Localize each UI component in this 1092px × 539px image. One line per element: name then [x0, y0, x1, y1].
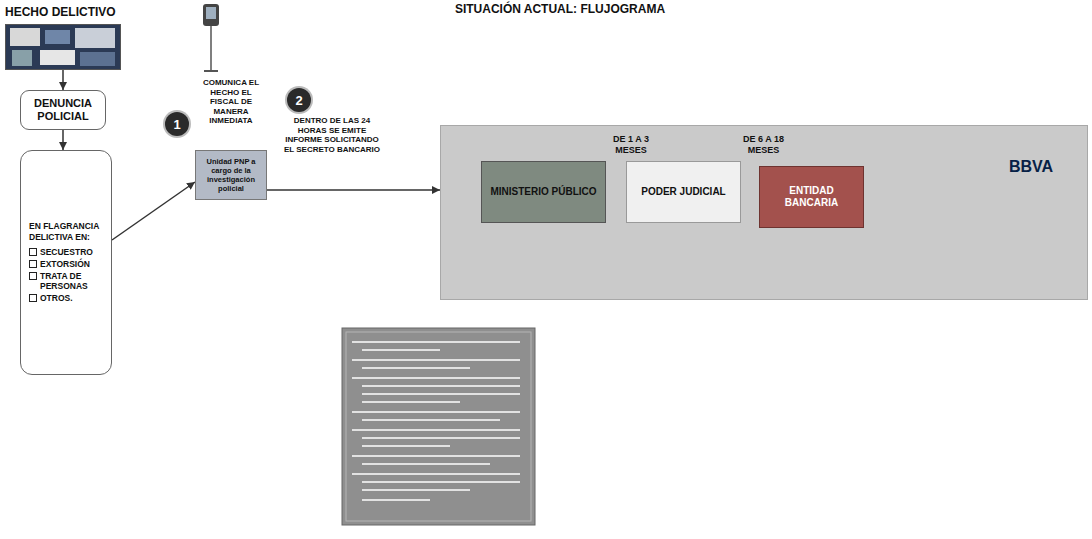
callout-number: 1	[165, 112, 189, 136]
crime-photo	[5, 24, 121, 70]
list-item: SECUESTRO	[29, 247, 105, 257]
process-box: ENTIDAD BANCARIA	[759, 166, 864, 228]
duration-label: DE 1 A 3 MESES	[601, 134, 661, 156]
process-box: PODER JUDICIAL	[626, 161, 741, 223]
group-panel: DE 1 A 3 MESES DE 6 A 18 MESES MINISTERIO …	[440, 125, 1088, 300]
list-item: TRATA DE PERSONAS	[29, 271, 105, 291]
step-note: DENTRO DE LAS 24 HORAS SE EMITE INFORME …	[280, 116, 384, 154]
list-item: EXTORSIÓN	[29, 259, 105, 269]
phone-icon	[203, 4, 219, 71]
page-title: SITUACIÓN ACTUAL: FLUJOGRAMA	[380, 2, 740, 16]
bank-logo-text: BBVA	[981, 146, 1081, 187]
flow-arrow	[62, 130, 64, 150]
list-item: OTROS.	[29, 293, 105, 303]
flow-arrow	[62, 70, 64, 90]
step-note: COMUNICA EL HECHO EL FISCAL DE MANERA IN…	[195, 78, 267, 126]
box-label: ENTIDAD BANCARIA	[764, 185, 859, 209]
notes-box	[342, 328, 535, 525]
process-box: Unidad PNP a cargo de la investigación p…	[195, 150, 267, 200]
duration-label: DE 6 A 18 MESES	[731, 134, 796, 156]
list-heading: EN FLAGRANCIA DELICTIVA EN:	[29, 221, 105, 241]
box-heading: HECHO DELICTIVO	[5, 5, 116, 19]
logo-panel: BBVA	[881, 146, 1081, 228]
box-label: Unidad PNP a cargo de la investigación p…	[199, 157, 263, 193]
callout-number: 2	[287, 88, 311, 112]
list-box: EN FLAGRANCIA DELICTIVA EN: SECUESTRO EXTO…	[20, 150, 112, 375]
process-box: DENUNCIA POLICIAL	[20, 90, 106, 130]
process-box: MINISTERIO PÚBLICO	[481, 161, 606, 223]
box-label: MINISTERIO PÚBLICO	[490, 186, 596, 198]
flow-arrow	[267, 189, 440, 191]
box-label: DENUNCIA POLICIAL	[24, 97, 102, 123]
box-label: PODER JUDICIAL	[641, 186, 725, 198]
photo-box: HECHO DELICTIVO	[5, 24, 121, 70]
flow-arrow	[112, 182, 195, 240]
